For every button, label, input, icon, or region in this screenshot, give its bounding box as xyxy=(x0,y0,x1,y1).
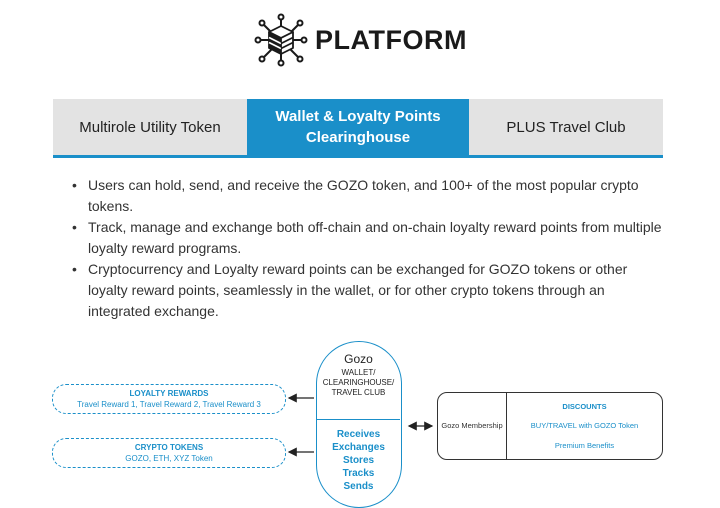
list-item: Premium Benefits xyxy=(554,440,615,450)
crypto-tokens-box: CRYPTO TOKENS GOZO, ETH, XYZ Token xyxy=(52,438,286,468)
list-item: Cryptocurrency and Loyalty reward points… xyxy=(70,259,670,322)
network-cube-icon xyxy=(254,13,308,67)
list-item: Receives xyxy=(336,429,381,440)
feature-list: Users can hold, send, and receive the GO… xyxy=(70,175,670,322)
gozo-actions: Receives Exchanges Stores Tracks Sends xyxy=(317,428,400,493)
membership-benefits: DISCOUNTS BUY/TRAVEL with GOZO Token Pre… xyxy=(507,393,662,459)
membership-label: Gozo Membership xyxy=(438,393,507,459)
loyalty-rewards-items: Travel Reward 1, Travel Reward 2, Travel… xyxy=(77,399,261,409)
loyalty-rewards-box: LOYALTY REWARDS Travel Reward 1, Travel … xyxy=(52,384,286,414)
tab-wallet-loyalty-points[interactable]: Wallet & Loyalty Points Clearinghouse xyxy=(247,99,469,155)
diagram-arrows xyxy=(287,393,434,457)
list-item: Tracks xyxy=(342,468,375,479)
gozo-title: Gozo xyxy=(344,352,373,366)
list-item: Sends xyxy=(343,481,374,492)
membership-box: Gozo Membership DISCOUNTS BUY/TRAVEL wit… xyxy=(437,392,663,460)
gozo-subtitle: WALLET/ CLEARINGHOUSE/ TRAVEL CLUB xyxy=(322,368,395,397)
page-title: PLATFORM xyxy=(315,24,467,55)
list-item: Track, manage and exchange both off-chai… xyxy=(70,217,670,259)
crypto-tokens-title: CRYPTO TOKENS xyxy=(134,442,204,452)
gozo-wallet-header: Gozo WALLET/ CLEARINGHOUSE/ TRAVEL CLUB xyxy=(317,342,400,420)
tab-multirole-utility-token[interactable]: Multirole Utility Token xyxy=(79,118,221,136)
list-item: Stores xyxy=(342,455,375,466)
gozo-wallet-oval: Gozo WALLET/ CLEARINGHOUSE/ TRAVEL CLUB … xyxy=(316,341,402,508)
list-item: Exchanges xyxy=(332,442,385,453)
list-item: DISCOUNTS xyxy=(562,402,607,412)
loyalty-rewards-title: LOYALTY REWARDS xyxy=(129,388,209,398)
header: PLATFORM xyxy=(0,10,720,70)
list-item: BUY/TRAVEL with GOZO Token xyxy=(530,421,639,431)
tab-bar: Multirole Utility Token Wallet & Loyalty… xyxy=(53,99,663,158)
platform-diagram: LOYALTY REWARDS Travel Reward 1, Travel … xyxy=(0,336,720,508)
list-item: Users can hold, send, and receive the GO… xyxy=(70,175,670,217)
crypto-tokens-items: GOZO, ETH, XYZ Token xyxy=(125,453,213,463)
tab-plus-travel-club[interactable]: PLUS Travel Club xyxy=(506,118,626,136)
